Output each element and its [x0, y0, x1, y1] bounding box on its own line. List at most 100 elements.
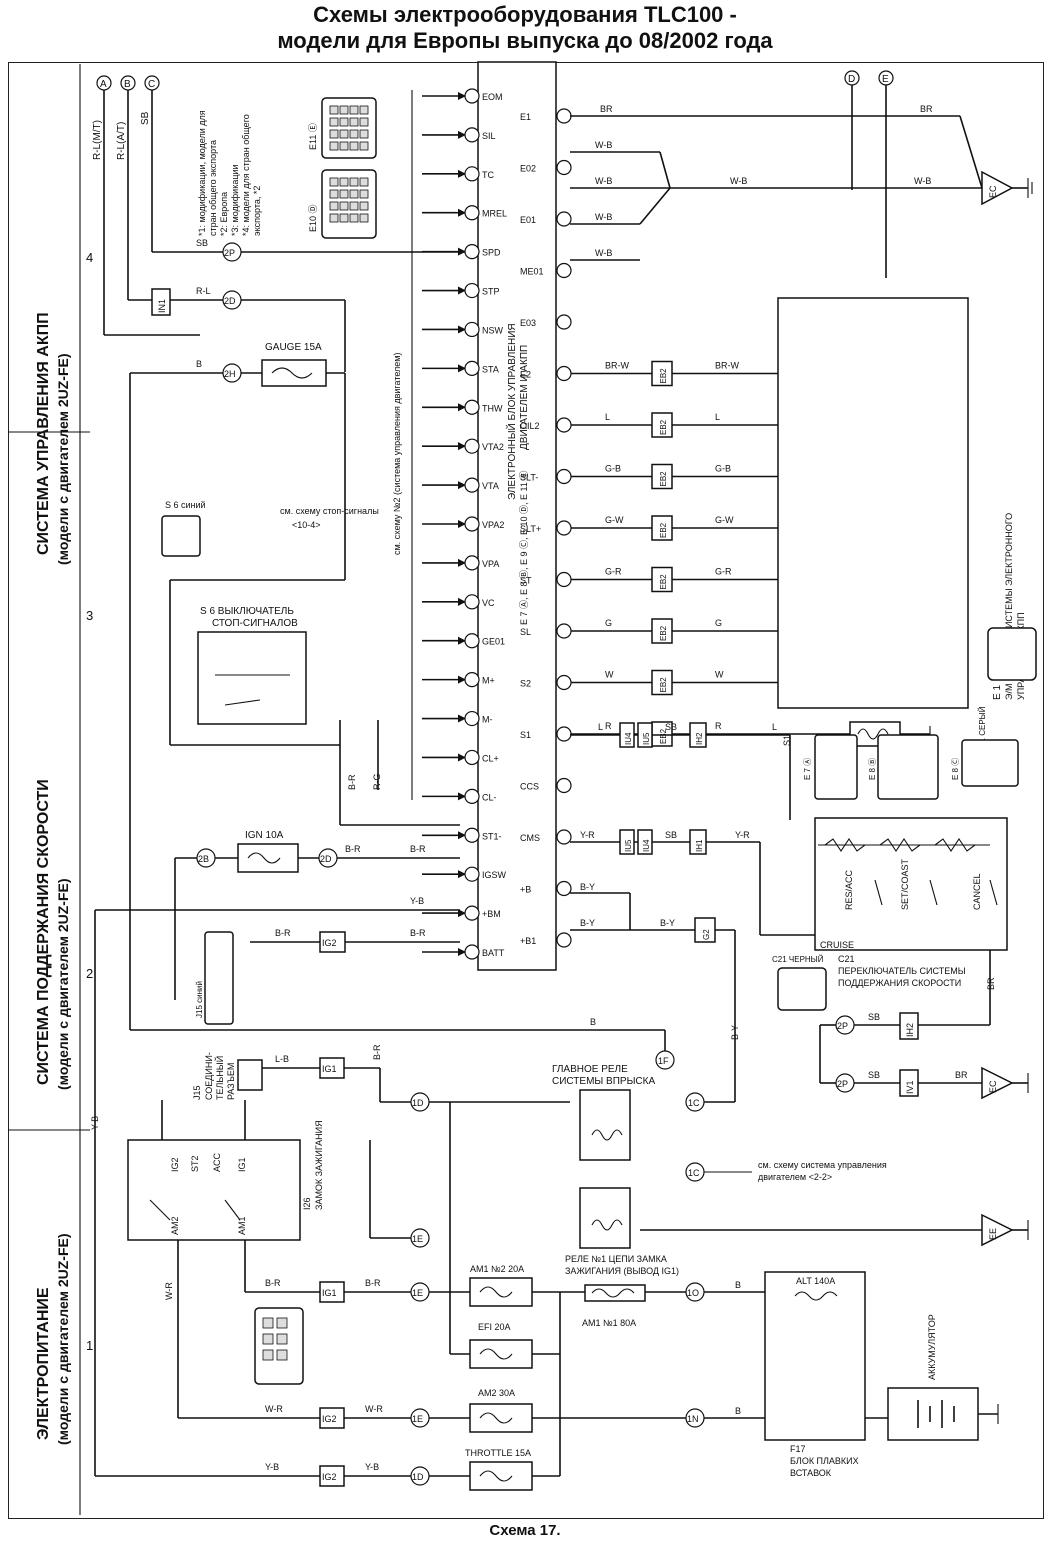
connector-2b: 2B — [196, 848, 216, 868]
ecu-left-pin-label: GE01 — [482, 637, 505, 647]
svg-text:2D: 2D — [224, 296, 236, 306]
ecu-left-pin-label: SPD — [482, 248, 501, 258]
ecu-left-pin: IGSW — [422, 866, 507, 882]
svg-text:2P: 2P — [837, 1079, 848, 1089]
svg-text:IV1: IV1 — [905, 1080, 915, 1094]
svg-text:B-Y: B-Y — [580, 882, 595, 892]
svg-text:W-B: W-B — [914, 176, 931, 186]
conn-1n: 1N — [685, 1408, 705, 1428]
ecu-left-pin: CL+ — [422, 749, 499, 766]
eb2-label: EB2 — [659, 522, 668, 538]
svg-text:L: L — [598, 722, 603, 732]
section-power-title: ЭЛЕКТРОПИТАНИЕ — [35, 1287, 52, 1440]
ecu-left-pin: ST1- — [422, 827, 502, 843]
e11-label: E11 Ⓔ — [308, 123, 318, 150]
ecu-right-pin-label: E03 — [520, 318, 536, 328]
svg-text:W-B: W-B — [595, 248, 612, 258]
ecu-right-pin-label: CCS — [520, 782, 539, 792]
svg-text:см. схему система управления: см. схему система управления — [758, 1160, 887, 1170]
ground-ec-top: EC — [981, 170, 1033, 206]
ground-ee: EE — [981, 1213, 1029, 1247]
svg-text:B-R: B-R — [372, 1044, 382, 1060]
ecu-left-pin: STP — [422, 282, 500, 299]
svg-text:AM1: AM1 — [237, 1216, 247, 1235]
ecu-right-pin: E1 — [520, 108, 572, 124]
ecu-right-pin: +B — [520, 880, 572, 897]
svg-text:IG2: IG2 — [170, 1157, 180, 1172]
svg-text:B: B — [590, 1017, 596, 1027]
svg-text:BR: BR — [955, 1070, 968, 1080]
fuse-am2: AM2 30A — [469, 1388, 533, 1433]
svg-text:SB: SB — [196, 238, 208, 248]
svg-text:ГЛАВНОЕ РЕЛЕ: ГЛАВНОЕ РЕЛЕ — [552, 1064, 628, 1075]
svg-text:1C: 1C — [688, 1098, 700, 1108]
connector-2d-top: 2D — [222, 290, 242, 310]
battery: АККУМУЛЯТОР — [887, 1314, 999, 1441]
eb2-label: EB2 — [659, 574, 668, 590]
svg-text:1N: 1N — [687, 1414, 699, 1424]
ecu-left-pin: M- — [422, 710, 493, 727]
svg-text:1E: 1E — [412, 1234, 423, 1244]
conn-2p-ih2: 2P — [835, 1015, 855, 1035]
note-3: *2: Европа — [219, 192, 229, 236]
ecu-left-pin: VC — [422, 594, 495, 610]
svg-text:S 6 синий: S 6 синий — [165, 500, 206, 510]
eb2-label: EB2 — [659, 677, 668, 693]
note-4: *3: модификации — [230, 164, 240, 236]
ecu-left-pin-label: EOM — [482, 92, 503, 102]
svg-text:B-Y: B-Y — [660, 918, 675, 928]
eb2-label: EB2 — [659, 728, 668, 744]
svg-text:B-R: B-R — [365, 1278, 381, 1288]
connector-ig2-b: IG2 — [319, 1407, 345, 1429]
ignition-switch-i26: IG2 ST2 ACC IG1 AM2 AM1 I26 ЗАМОК ЗАЖИГА… — [127, 1120, 324, 1241]
wire-color-label: L — [605, 412, 610, 422]
ecu-left-pin: GE01 — [422, 633, 505, 649]
connector-in1: IN1 — [151, 288, 171, 316]
ecu-right-pin-label: ME01 — [520, 267, 544, 277]
conn-1e-a: 1E — [410, 1228, 430, 1248]
svg-text:B-Y: B-Y — [580, 918, 595, 928]
conn-g2: G2 — [694, 917, 716, 943]
ecu-left-pin-label: STP — [482, 287, 500, 297]
connector-2p-top: 2P — [222, 242, 242, 262]
svg-text:G2: G2 — [702, 929, 711, 940]
e1-solenoid-block: E 1 Э/М КЛАПАНЫ СИСТЕМЫ ЭЛЕКТРОННОГО УПР… — [777, 297, 1037, 750]
ecu-left-pin: MREL — [422, 205, 507, 221]
svg-text:SB: SB — [868, 1012, 880, 1022]
svg-text:J15: J15 — [192, 1085, 202, 1100]
section-cruise-sub: (модели с двигателем 2UZ-FE) — [55, 878, 71, 1090]
ecu-right-pin: E2 — [520, 365, 572, 382]
svg-text:IGN 10A: IGN 10A — [245, 830, 284, 841]
wire-color-label: G-B — [715, 464, 731, 474]
ecu-right-pin-label: E02 — [520, 164, 536, 174]
j15-connector: J15 синий J15 СОЕДИНИ- ТЕЛЬНЫЙ РАЗЪЕМ — [192, 931, 263, 1100]
svg-text:Y-B: Y-B — [265, 1462, 279, 1472]
svg-text:BR: BR — [986, 977, 996, 990]
svg-text:THROTTLE 15A: THROTTLE 15A — [465, 1448, 531, 1458]
ecu-left-pin-label: VPA — [482, 559, 499, 569]
ecu-right-pin-label: E1 — [520, 112, 531, 122]
wire-color-label: W — [605, 670, 614, 680]
ecu-left-pin-label: STA — [482, 364, 499, 374]
svg-text:B-Y: B-Y — [730, 1025, 740, 1040]
brake-switch-s6: S 6 синий S 6 ВЫКЛЮЧАТЕЛЬ СТОП-СИГНАЛОВ … — [161, 500, 379, 725]
svg-text:B: B — [735, 1280, 741, 1290]
svg-text:EE: EE — [988, 1228, 998, 1240]
svg-text:EC: EC — [988, 185, 998, 198]
ecu-left-pin: NSW — [422, 321, 504, 338]
ecu-right-pin-label: E2 — [520, 370, 531, 380]
wire-color-label: W — [715, 670, 724, 680]
svg-text:SET/COAST: SET/COAST — [900, 858, 910, 910]
svg-text:СИСТЕМЫ ВПРЫСКА: СИСТЕМЫ ВПРЫСКА — [552, 1076, 655, 1087]
connector-2h: 2H — [222, 363, 242, 383]
svg-text:BR: BR — [600, 104, 613, 114]
section-akpp-sub: (модели с двигателем 2UZ-FE) — [55, 353, 71, 565]
wire-color-label: G-R — [715, 567, 732, 577]
svg-text:IG2: IG2 — [322, 1414, 337, 1424]
ecu-right-pin: CCS — [520, 777, 572, 794]
conn-1e-c: 1E — [410, 1408, 430, 1428]
ecu-left-pin: M+ — [422, 672, 495, 688]
eb2-label: EB2 — [659, 419, 668, 435]
